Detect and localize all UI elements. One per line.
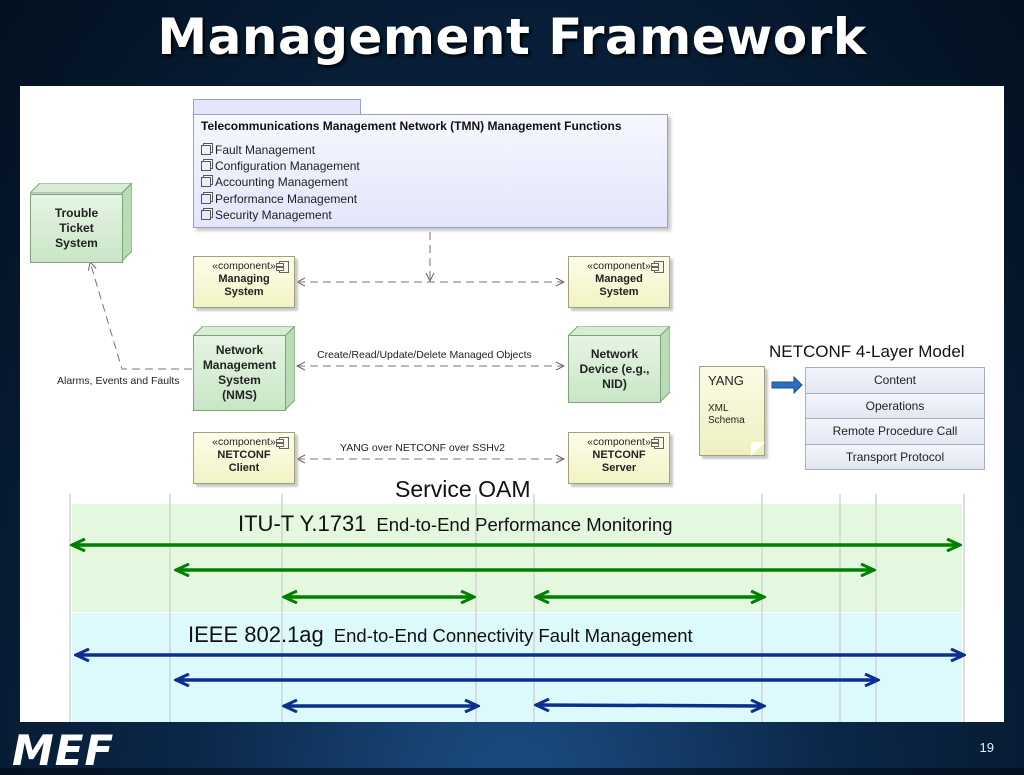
component-icon: [276, 437, 289, 449]
crud-label: Create/Read/Update/Delete Managed Object…: [317, 349, 532, 361]
node-3d-frame: [193, 326, 295, 412]
node-3d-frame: [568, 326, 670, 404]
component-icon: [201, 145, 211, 155]
netconf-model-title: NETCONF 4-Layer Model: [769, 342, 965, 361]
component-icon: [201, 193, 211, 204]
service-oam-title: Service OAM: [395, 476, 531, 502]
itu-description: End-to-End Performance Monitoring: [376, 514, 673, 535]
tmn-item-fault: Fault Management: [201, 142, 360, 158]
netconf-layer-transport: Transport Protocol: [805, 443, 985, 471]
component-icon: [651, 437, 664, 449]
alarms-label: Alarms, Events and Faults: [57, 375, 180, 387]
netconf-layer-operations: Operations: [805, 392, 985, 420]
itu-label: ITU-T Y.1731 End-to-End Performance Monit…: [238, 511, 673, 537]
diagram-canvas: Telecommunications Management Network (T…: [20, 86, 1004, 722]
component-icon: [651, 261, 664, 273]
ieee-label: IEEE 802.1ag End-to-End Connectivity Faul…: [188, 622, 693, 648]
page-number: 19: [979, 740, 994, 755]
component-icon: [201, 209, 211, 220]
netconf-layer-content: Content: [805, 367, 985, 394]
netconf-layer-stack: Content Operations Remote Procedure Call…: [805, 367, 985, 471]
tmn-item-accounting: Accounting Management: [201, 174, 360, 190]
tmn-package-tab: [193, 99, 361, 114]
mef-logo: MEF: [12, 726, 115, 775]
diagram-connectors: [69, 232, 1004, 722]
tmn-function-list: Fault Management Configuration Managemen…: [201, 142, 360, 223]
itu-band: [72, 504, 962, 612]
tmn-item-performance: Performance Management: [201, 191, 360, 207]
component-icon: [276, 261, 289, 273]
ieee-standard: IEEE 802.1ag: [188, 622, 324, 647]
tmn-package: Telecommunications Management Network (T…: [193, 114, 668, 228]
netconf-layer-rpc: Remote Procedure Call: [805, 418, 985, 445]
tmn-item-configuration: Configuration Management: [201, 158, 360, 174]
tmn-item-security: Security Management: [201, 207, 360, 223]
ieee-band: [72, 613, 962, 722]
component-icon: [201, 161, 211, 172]
ieee-description: End-to-End Connectivity Fault Management: [333, 625, 693, 646]
component-icon: [201, 177, 211, 188]
slide-title: Management Framework: [157, 8, 867, 66]
tmn-title: Telecommunications Management Network (T…: [201, 119, 622, 133]
itu-standard: ITU-T Y.1731: [238, 511, 367, 536]
yang-netconf-label: YANG over NETCONF over SSHv2: [340, 442, 505, 454]
